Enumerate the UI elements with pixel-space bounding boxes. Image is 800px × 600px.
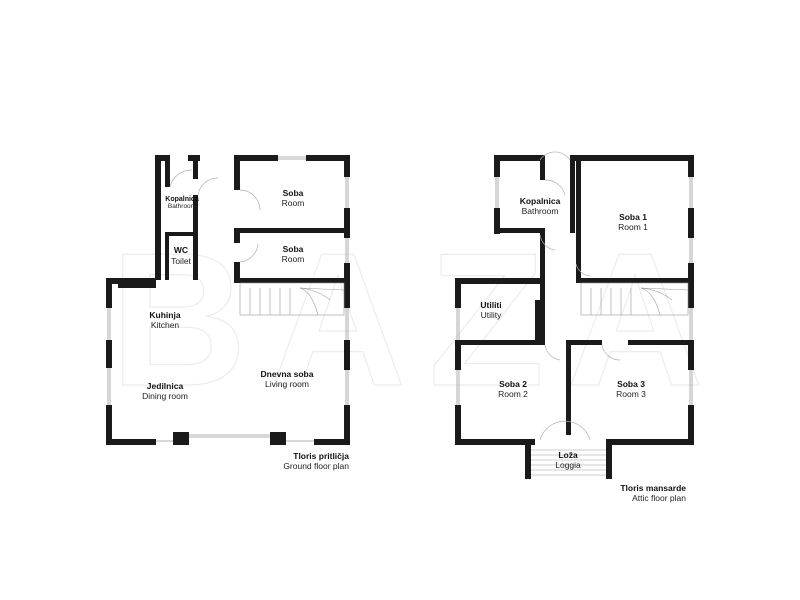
attic-floor-doors [539, 151, 621, 441]
room-sub: Loggia [555, 460, 581, 470]
room-sub: Bathroom [168, 203, 196, 210]
plan-subtitle: Attic floor plan [632, 493, 686, 503]
room-sub: Room 1 [618, 222, 648, 232]
attic-floor-walls [455, 155, 694, 479]
room-name: Kopalnica [520, 196, 561, 206]
ground-floor-windows [107, 156, 349, 442]
watermark-text: BAZA [110, 214, 726, 426]
room-sub: Toilet [171, 256, 191, 266]
room-name: Kopalnica [165, 196, 199, 203]
room-name: Loža [558, 450, 578, 460]
room-sub: Room 2 [498, 389, 528, 399]
room-sub: Kitchen [151, 320, 180, 330]
room-sub: Room [282, 254, 305, 264]
ground-floor-plan: Kopalnica Bathroom Soba Room WC Toilet S… [106, 155, 350, 471]
room-sub: Living room [265, 379, 309, 389]
ground-floor-stairs [239, 282, 345, 316]
plan-subtitle: Ground floor plan [283, 461, 349, 471]
room-name: Dnevna soba [261, 369, 314, 379]
room-sub: Bathroom [522, 206, 559, 216]
attic-floor-windows [456, 177, 693, 405]
room-name: Utiliti [480, 300, 501, 310]
attic-floor-stairs [580, 282, 689, 316]
room-name: Soba [283, 244, 304, 254]
room-sub: Utility [481, 310, 503, 320]
plan-title: Tloris pritličja [293, 451, 349, 461]
room-name: Jedilnica [147, 381, 184, 391]
room-sub: Dining room [142, 391, 188, 401]
room-name: Soba 3 [617, 379, 645, 389]
room-name: WC [174, 245, 188, 255]
room-name: Soba [283, 188, 304, 198]
ground-floor-walls [106, 155, 350, 445]
attic-floor-plan: Kopalnica Bathroom Soba 1 Room 1 Utiliti… [455, 151, 694, 503]
room-sub: Room [282, 198, 305, 208]
room-name: Soba 1 [619, 212, 647, 222]
plan-title: Tloris mansarde [620, 483, 686, 493]
loggia-steps [531, 449, 606, 476]
ground-floor-doors [169, 169, 261, 263]
room-sub: Room 3 [616, 389, 646, 399]
room-name: Kuhinja [149, 310, 180, 320]
room-name: Soba 2 [499, 379, 527, 389]
